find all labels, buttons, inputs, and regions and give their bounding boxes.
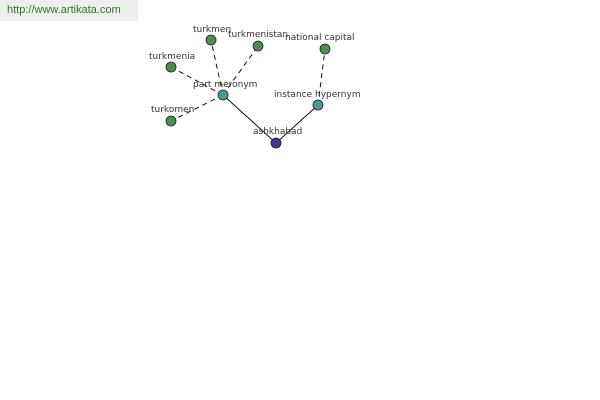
node-marker-instance-hypernym[interactable] — [312, 99, 324, 111]
edge-root-instance-hypernym — [275, 104, 319, 144]
node-label-part-meronym: part meronym — [193, 80, 257, 90]
node-label-turkmenia: turkmenia — [149, 52, 195, 62]
node-marker-part-meronym[interactable] — [217, 89, 229, 101]
edge-root-part-meronym — [222, 94, 277, 144]
source-bar: http://www.artikata.com — [0, 0, 138, 21]
node-part-meronym[interactable]: part meronym — [193, 80, 257, 101]
node-label-turkomen: turkomen — [151, 105, 194, 115]
node-turkmenistan[interactable]: turkmenistan — [228, 30, 288, 52]
node-marker-turkmenistan[interactable] — [252, 40, 264, 52]
source-link[interactable]: http://www.artikata.com — [7, 4, 121, 16]
edge-part-meronym-turkomen — [170, 94, 224, 122]
node-label-turkmen: turkmen — [193, 25, 231, 35]
node-instance-hypernym[interactable]: instance hypernym — [274, 90, 361, 111]
node-turkmenia[interactable]: turkmenia — [149, 52, 195, 73]
node-turkomen[interactable]: turkomen — [151, 105, 194, 127]
node-marker-turkmen[interactable] — [205, 34, 217, 46]
node-marker-root[interactable] — [270, 137, 282, 149]
edge-part-meronym-turkmen — [210, 39, 224, 96]
node-label-root: ashkhabad — [253, 127, 302, 137]
nodes: ashkhabad part meronym instance hypernym tu… — [149, 25, 361, 149]
node-national-capital[interactable]: national capital — [285, 33, 355, 55]
node-marker-turkmenia[interactable] — [165, 61, 177, 73]
edge-part-meronym-turkmenia — [170, 66, 224, 96]
node-label-instance-hypernym: instance hypernym — [274, 90, 361, 100]
node-root[interactable]: ashkhabad — [253, 127, 302, 149]
node-label-national-capital: national capital — [285, 33, 355, 43]
node-turkmen[interactable]: turkmen — [193, 25, 231, 46]
node-label-turkmenistan: turkmenistan — [228, 30, 288, 40]
node-marker-turkomen[interactable] — [165, 115, 177, 127]
edge-instance-hypernym-national-capital — [317, 48, 326, 106]
edge-part-meronym-turkmenistan — [222, 45, 259, 96]
node-marker-national-capital[interactable] — [319, 43, 331, 55]
edges — [170, 39, 326, 144]
